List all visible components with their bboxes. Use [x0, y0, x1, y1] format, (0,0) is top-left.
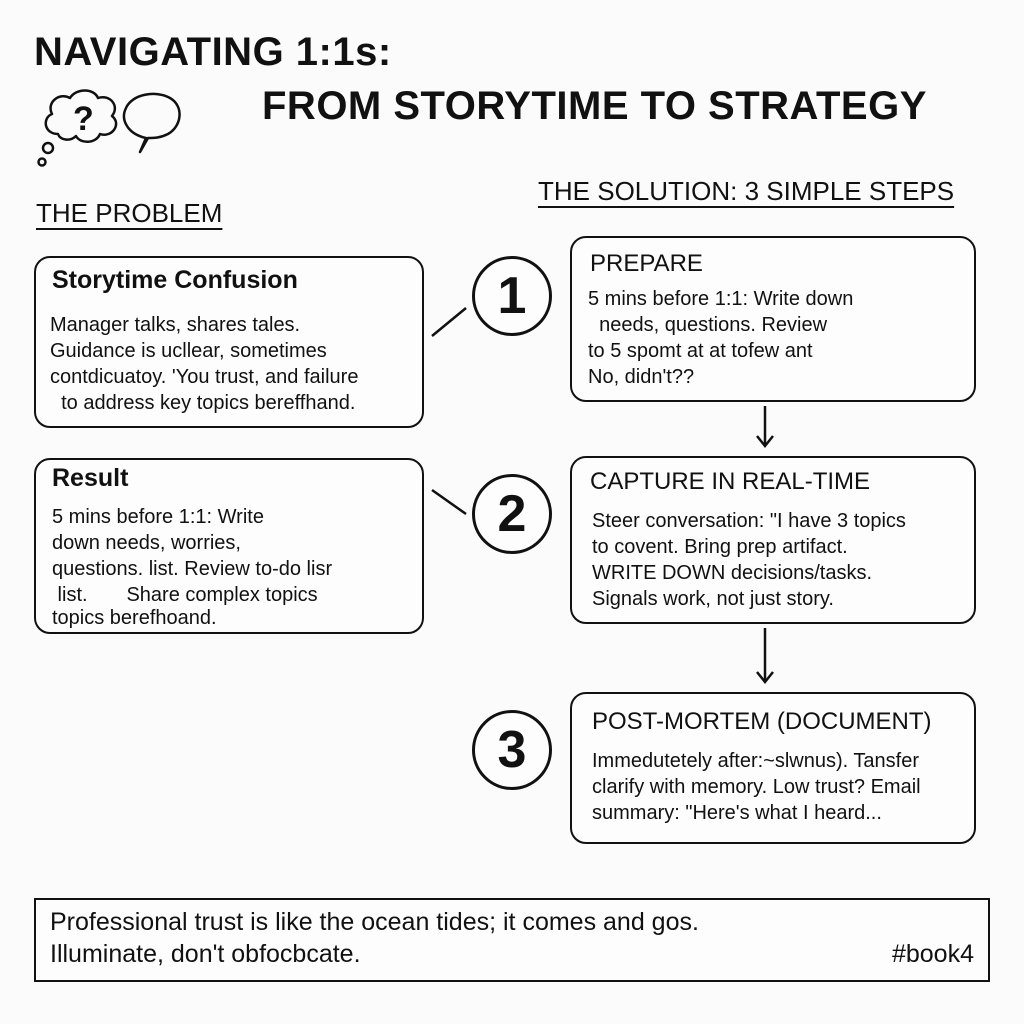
step-line: to 5 spomt at at tofew ant: [588, 340, 813, 362]
step-line: to covent. Bring prep artifact.: [592, 536, 848, 558]
speech-bubble-icon: [122, 92, 181, 154]
card-line: contdicuatoy. 'You trust, and failure: [50, 366, 359, 388]
step-line: No, didn't??: [588, 366, 695, 388]
arrow-down-icon: [756, 406, 774, 449]
question-thought-bubble-icon: [37, 89, 118, 167]
page-title-line-2: FROM STORYTIME TO STRATEGY: [262, 84, 927, 128]
step-line: clarify with memory. Low trust? Email: [592, 776, 921, 798]
connector-problem-to-step-1: [431, 307, 467, 337]
hashtag: #book4: [891, 940, 974, 968]
card-line: to address key topics bereffhand.: [50, 392, 356, 414]
step-title: PREPARE: [590, 250, 703, 277]
card-line: down needs, worries,: [52, 532, 241, 554]
question-mark: ?: [73, 100, 94, 138]
quote-line-2: Illuminate, don't obfocbcate.: [50, 940, 361, 968]
step-line: Steer conversation: "I have 3 topics: [592, 510, 906, 532]
step-line: Immedutetely after:~slwnus). Tansfer: [592, 750, 919, 772]
arrow-down-icon: [756, 628, 774, 685]
step-card-post-mortem: POST-MORTEM (DOCUMENT) Immedutetely afte…: [570, 692, 976, 844]
quote-box: Professional trust is like the ocean tid…: [34, 898, 990, 982]
step-card-capture: CAPTURE IN REAL-TIME Steer conversation:…: [570, 456, 976, 624]
card-line: 5 mins before 1:1: Write: [52, 506, 264, 528]
step-1-circle: 1: [472, 256, 552, 336]
step-title: CAPTURE IN REAL-TIME: [590, 468, 871, 495]
problem-card-storytime: Storytime Confusion Manager talks, share…: [34, 256, 424, 428]
thought-bubbles-icon: ?: [37, 89, 181, 167]
solution-heading: THE SOLUTION: 3 SIMPLE STEPS: [538, 176, 955, 206]
card-line: topics berefhoand.: [52, 607, 217, 629]
card-line: Guidance is ucllear, sometimes: [50, 340, 327, 362]
step-line: Signals work, not just story.: [592, 588, 834, 610]
problem-card-result: Result 5 mins before 1:1: Write down nee…: [34, 458, 424, 634]
step-line: needs, questions. Review: [588, 314, 828, 336]
card-line: list. Share complex topics: [52, 584, 318, 606]
card-title: Result: [52, 464, 129, 492]
card-title: Storytime Confusion: [52, 266, 298, 294]
step-title: POST-MORTEM (DOCUMENT): [592, 708, 932, 735]
connector-result-to-step-2: [431, 488, 467, 516]
step-line: summary: "Here's what I heard...: [592, 802, 882, 824]
quote-line-1: Professional trust is like the ocean tid…: [50, 908, 699, 936]
step-line: WRITE DOWN decisions/tasks.: [592, 562, 873, 584]
step-card-prepare: PREPARE 5 mins before 1:1: Write down ne…: [570, 236, 976, 402]
step-line: 5 mins before 1:1: Write down: [588, 288, 854, 310]
card-line: questions. list. Review to-do lisr: [52, 558, 333, 580]
problem-heading: THE PROBLEM: [36, 198, 223, 228]
page-title-line-1: NAVIGATING 1:1s:: [34, 30, 392, 74]
card-line: Manager talks, shares tales.: [50, 314, 301, 336]
step-2-circle: 2: [472, 474, 552, 554]
step-3-circle: 3: [472, 710, 552, 790]
